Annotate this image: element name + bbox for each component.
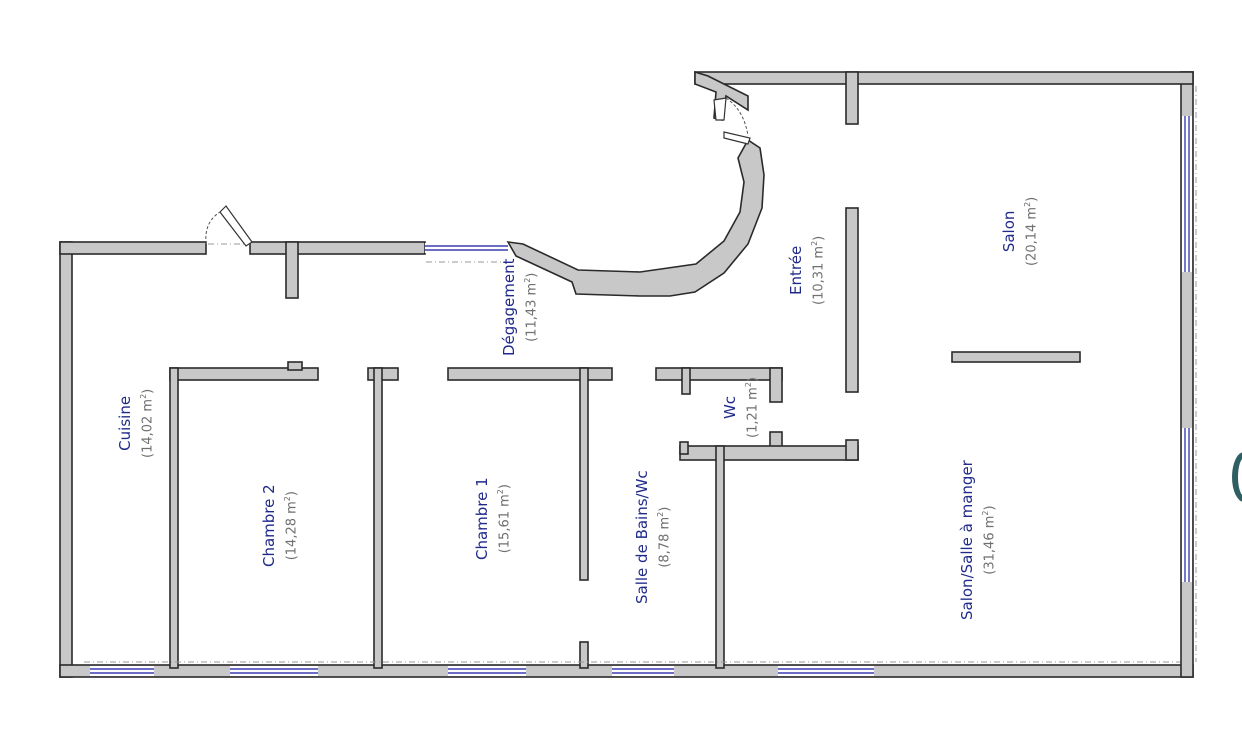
wall-top-right — [694, 71, 1194, 85]
room-area: (11,43 m2) — [523, 272, 540, 342]
wall-stub-kitchen — [285, 241, 299, 299]
kitchen-door-leaf — [219, 205, 253, 247]
room-wc: Wc (1,21 m2) — [720, 377, 762, 438]
wall-stub-entry — [845, 71, 859, 125]
entry-door-leaf — [713, 97, 727, 121]
wall-salon-divider — [951, 351, 1081, 363]
wall-ch1-sdb-bottom — [579, 641, 589, 669]
room-salon: Salon (20,14 m2) — [999, 197, 1041, 266]
wall-ch2-ch1 — [373, 367, 383, 669]
windows-right — [1182, 116, 1192, 582]
wall-ch2-top-notch — [287, 361, 303, 371]
room-name: Salon/Salle à manger — [958, 460, 976, 620]
room-name: Chambre 2 — [260, 484, 278, 567]
wall-entry-bottom — [845, 439, 859, 461]
room-entree: Entrée (10,31 m2) — [786, 236, 828, 305]
wall-ch1-top — [447, 367, 613, 381]
wall-top-kitchen — [59, 241, 207, 255]
wall-ch1-sdb — [579, 367, 589, 581]
windows-bottom — [90, 666, 874, 676]
wall-left — [59, 241, 73, 678]
wall-sdb-top — [679, 445, 859, 461]
room-area: (14,02 m2) — [139, 388, 156, 458]
outline-dashed — [84, 86, 1197, 663]
room-area: (1,21 m2) — [744, 377, 761, 438]
wall-wc-right-top — [769, 367, 783, 403]
room-area: (20,14 m2) — [1023, 196, 1040, 266]
room-name: Salon — [1000, 210, 1018, 253]
wall-wc-top — [655, 367, 783, 381]
room-name: Salle de Bains/Wc — [633, 470, 651, 604]
wall-sdb-salon — [715, 445, 725, 669]
room-name: Wc — [721, 395, 739, 420]
room-area: (8,78 m2) — [656, 506, 673, 568]
room-name: Cuisine — [116, 395, 134, 451]
wall-kitchen-ch2 — [169, 367, 179, 669]
entry-door-leaf-2 — [723, 131, 751, 145]
wall-sdb-corner — [679, 441, 689, 455]
room-salon-salle-a-manger: Salon/Salle à manger (31,46 m2) — [957, 460, 999, 620]
kitchen-door-swing — [205, 211, 221, 245]
room-area: (14,28 m2) — [283, 491, 300, 561]
room-degagement: Dégagement (11,43 m2) — [499, 259, 541, 356]
wall-top-hall — [249, 241, 426, 255]
room-chambre1: Chambre 1 (15,61 m2) — [472, 477, 514, 560]
wall-ch1-top-left — [367, 367, 399, 381]
room-area: (31,46 m2) — [981, 505, 998, 575]
wall-entry-salon — [845, 207, 859, 393]
room-name: Chambre 1 — [473, 477, 491, 560]
room-cuisine: Cuisine (14,02 m2) — [115, 389, 157, 458]
room-area: (15,61 m2) — [496, 484, 513, 554]
room-name: Entrée — [787, 245, 805, 295]
window-top-hall — [425, 243, 508, 253]
wall-wc-left — [681, 367, 691, 395]
room-chambre2: Chambre 2 (14,28 m2) — [259, 484, 301, 567]
curved-wall — [506, 138, 765, 297]
room-area: (10,31 m2) — [810, 235, 827, 305]
entry-door-swing — [725, 97, 749, 137]
room-salle-de-bains: Salle de Bains/Wc (8,78 m2) — [632, 470, 674, 604]
room-name: Dégagement — [500, 258, 518, 356]
